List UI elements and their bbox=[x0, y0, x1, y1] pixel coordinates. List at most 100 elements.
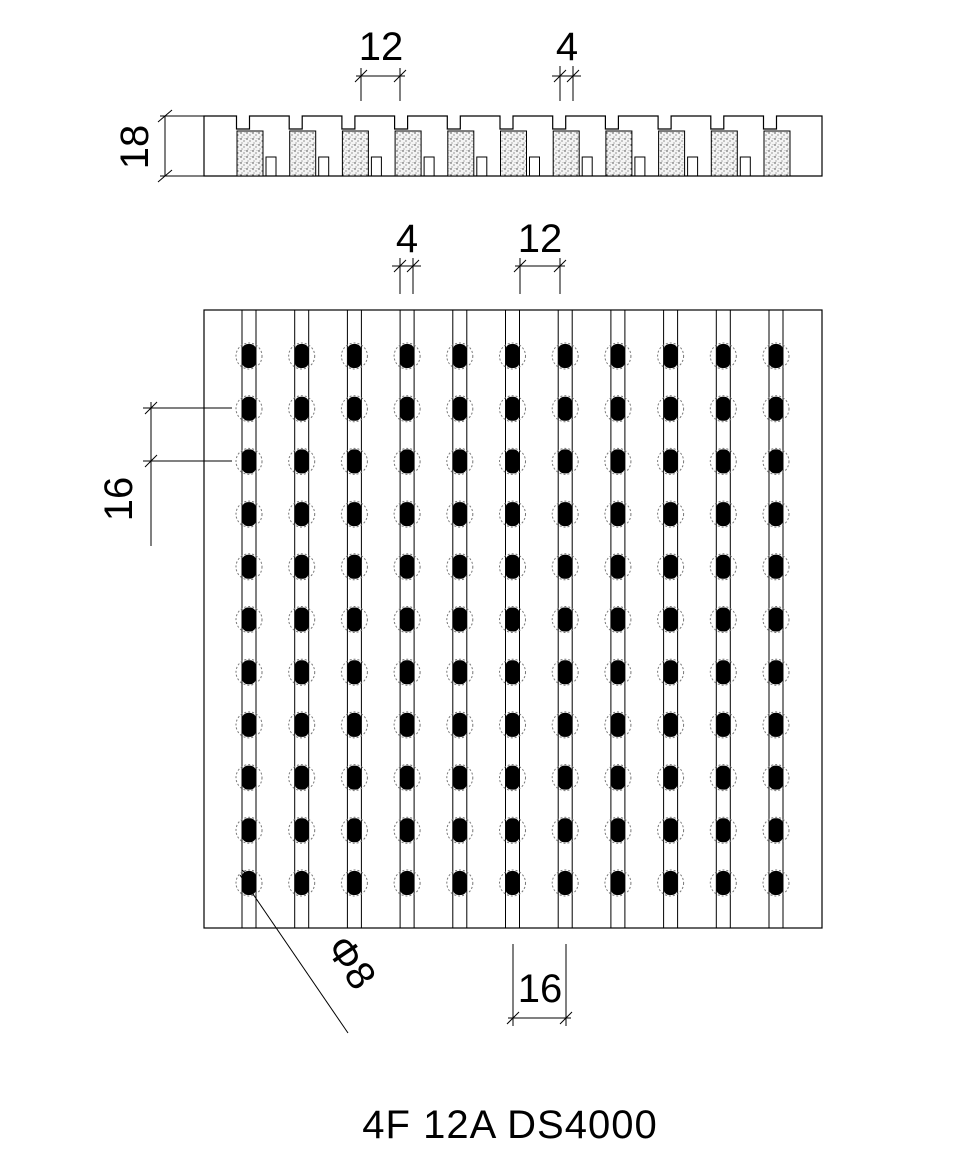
hole bbox=[610, 765, 625, 790]
hole bbox=[294, 818, 309, 843]
hole bbox=[242, 871, 256, 895]
hole bbox=[347, 871, 362, 895]
hole bbox=[347, 344, 362, 368]
hole-outline bbox=[288, 606, 316, 633]
hole bbox=[716, 660, 731, 685]
section-small-notch bbox=[476, 156, 488, 177]
hole bbox=[769, 660, 783, 685]
hole-outline bbox=[551, 606, 579, 633]
hole bbox=[294, 554, 309, 579]
hole bbox=[400, 344, 415, 368]
hole-outline bbox=[499, 606, 526, 633]
hole-outline bbox=[340, 342, 368, 370]
hole bbox=[294, 344, 309, 368]
hole bbox=[242, 712, 256, 737]
dim-hole-diameter: Φ8 bbox=[239, 869, 384, 1034]
dim-section-rib-spacing: 12 bbox=[354, 25, 407, 101]
hole-outline bbox=[446, 395, 474, 423]
hole-outline bbox=[499, 658, 526, 686]
hole-outline bbox=[235, 606, 263, 633]
section-stipple-block bbox=[710, 130, 738, 177]
hole bbox=[505, 502, 520, 527]
hole bbox=[663, 712, 678, 737]
hole-outline bbox=[657, 658, 685, 686]
hole bbox=[558, 712, 573, 737]
section-stipple-block bbox=[500, 130, 527, 177]
hole bbox=[716, 344, 731, 368]
hole-outline bbox=[288, 658, 316, 686]
hole bbox=[452, 712, 467, 737]
hole-outline bbox=[393, 816, 421, 844]
section-small-notch bbox=[318, 156, 330, 177]
hole-outline bbox=[657, 869, 685, 897]
hole-outline bbox=[235, 553, 263, 581]
hole-outline bbox=[657, 500, 685, 528]
hole-outline bbox=[551, 711, 579, 739]
section-outline bbox=[203, 115, 823, 177]
hole bbox=[347, 502, 362, 527]
hole-outline bbox=[446, 553, 474, 581]
hole-outline bbox=[288, 500, 316, 528]
hole bbox=[294, 871, 309, 895]
plan-outline bbox=[203, 309, 823, 929]
plan-view: 4 12 16 16 bbox=[97, 217, 823, 1034]
hole bbox=[347, 449, 362, 474]
hole-outline bbox=[604, 500, 632, 528]
hole bbox=[505, 396, 520, 421]
hole-outline bbox=[551, 553, 579, 581]
hole-outline bbox=[657, 342, 685, 370]
hole bbox=[452, 607, 467, 632]
hole-outline bbox=[551, 764, 579, 792]
hole-outline bbox=[235, 764, 263, 792]
section-stipple-block bbox=[763, 130, 791, 177]
hole bbox=[347, 554, 362, 579]
hole-outline bbox=[288, 447, 316, 475]
hole-outline bbox=[393, 395, 421, 423]
hole-outline bbox=[446, 500, 474, 528]
hole bbox=[769, 765, 783, 790]
hole-outline bbox=[604, 606, 632, 633]
hole bbox=[400, 449, 415, 474]
hole-outline bbox=[340, 869, 368, 897]
hole-outline bbox=[604, 342, 632, 370]
hole bbox=[242, 396, 256, 421]
hole bbox=[242, 502, 256, 527]
hole bbox=[663, 344, 678, 368]
dim-section-rib-width: 4 bbox=[552, 25, 581, 101]
hole bbox=[505, 554, 520, 579]
hole bbox=[558, 818, 573, 843]
hole-outline bbox=[604, 658, 632, 686]
hole-outline bbox=[393, 553, 421, 581]
hole bbox=[505, 449, 520, 474]
drawing-caption: 4F 12A DS4000 bbox=[362, 1103, 657, 1147]
hole-outline bbox=[393, 342, 421, 370]
hole-outline bbox=[446, 711, 474, 739]
hole bbox=[716, 607, 731, 632]
hole-outline bbox=[762, 711, 790, 739]
hole-outline bbox=[446, 869, 474, 897]
hole bbox=[558, 449, 573, 474]
hole-outline bbox=[762, 606, 790, 633]
hole bbox=[716, 554, 731, 579]
hole bbox=[610, 712, 625, 737]
hole-outline bbox=[235, 869, 263, 897]
hole bbox=[242, 554, 256, 579]
hole-outline bbox=[551, 869, 579, 897]
hole bbox=[400, 396, 415, 421]
hole-outline bbox=[762, 764, 790, 792]
hole bbox=[294, 449, 309, 474]
hole-outline bbox=[499, 500, 526, 528]
hole bbox=[769, 818, 783, 843]
hole bbox=[294, 607, 309, 632]
dim-plan-col-pitch-label: 16 bbox=[518, 967, 563, 1011]
hole bbox=[663, 765, 678, 790]
hole bbox=[558, 502, 573, 527]
hole-outline bbox=[340, 658, 368, 686]
dim-section-rib-spacing-label: 12 bbox=[359, 25, 404, 69]
hole bbox=[769, 554, 783, 579]
hole bbox=[347, 660, 362, 685]
hole bbox=[452, 449, 467, 474]
hole bbox=[347, 765, 362, 790]
section-stipple-block bbox=[394, 130, 422, 177]
hole-outline bbox=[499, 816, 526, 844]
